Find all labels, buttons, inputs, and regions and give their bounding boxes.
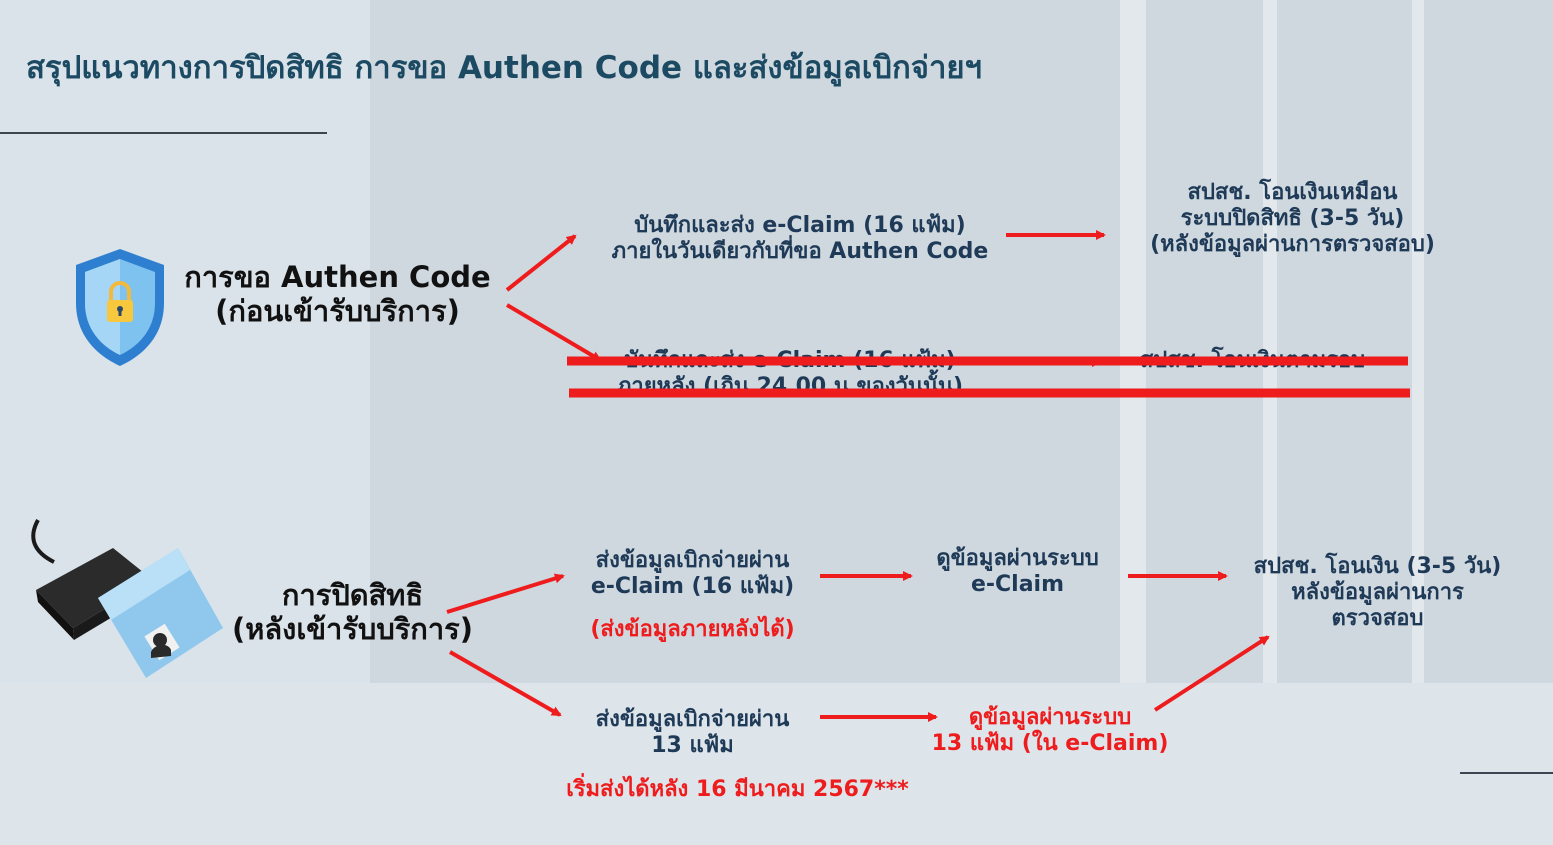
arrow-13-check-to-transfer <box>1153 635 1270 712</box>
closing-eclaim-check-line2: e-Claim <box>970 571 1065 597</box>
closing-13-files-line1: ส่งข้อมูลเบิกจ่ายผ่าน <box>595 707 790 732</box>
page-title: สรุปแนวทางการปิดสิทธิ การขอ Authen Code … <box>26 50 982 86</box>
closing-16-files-box: ส่งข้อมูลเบิกจ่ายผ่าน e-Claim (16 แฟ้ม) <box>560 548 825 600</box>
closing-13-files-box: ส่งข้อมูลเบิกจ่ายผ่าน 13 แฟ้ม <box>560 707 825 759</box>
closing-13-files-line2: 13 แฟ้ม <box>651 732 734 758</box>
closing-transfer-line1: สปสช. โอนเงิน (3-5 วัน) <box>1253 554 1502 579</box>
bottom-right-divider <box>1460 772 1553 774</box>
background-bottom-band <box>0 683 1553 845</box>
arrow-closing-to-16-files <box>446 573 565 614</box>
arrow-authen-to-same-day <box>505 234 577 292</box>
authen-transfer-result: สปสช. โอนเงินเหมือน ระบบปิดสิทธิ (3-5 วั… <box>1115 180 1470 258</box>
authen-same-day-line1: บันทึกและส่ง e-Claim (16 แฟ้ม) <box>634 213 966 238</box>
authen-same-day-line2: ภายในวันเดียวกับที่ขอ Authen Code <box>611 238 989 264</box>
closing-transfer-line3: ตรวจสอบ <box>1331 605 1424 631</box>
closing-eclaim-check-line1: ดูข้อมูลผ่านระบบ <box>936 546 1099 571</box>
card-reader-icon <box>28 510 233 685</box>
closing-16-files-note: (ส่งข้อมูลภายหลังได้) <box>590 617 795 642</box>
authen-transfer-line3: (หลังข้อมูลผ่านการตรวจสอบ) <box>1150 231 1435 257</box>
closing-16-files-line1: ส่งข้อมูลเบิกจ่ายผ่าน <box>595 548 790 573</box>
authen-label: การขอ Authen Code (ก่อนเข้ารับบริการ) <box>180 260 495 328</box>
closing-label-line2: (หลังเข้ารับบริการ) <box>232 612 473 647</box>
closing-13-files-check: ดูข้อมูลผ่านระบบ 13 แฟ้ม (ใน e-Claim) <box>910 705 1190 757</box>
closing-label: การปิดสิทธิ (หลังเข้ารับบริการ) <box>210 578 495 646</box>
closing-16-files-line2: e-Claim (16 แฟ้ม) <box>590 573 795 599</box>
closing-13-files-note: เริ่มส่งได้หลัง 16 มีนาคม 2567*** <box>566 777 909 802</box>
authen-label-line1: การขอ Authen Code <box>184 260 491 294</box>
closing-transfer-result: สปสช. โอนเงิน (3-5 วัน) หลังข้อมูลผ่านกา… <box>1235 554 1520 632</box>
background-stripe <box>1120 0 1146 683</box>
authen-transfer-line2: ระบบปิดสิทธิ (3-5 วัน) <box>1180 205 1405 231</box>
authen-label-line2: (ก่อนเข้ารับบริการ) <box>215 294 460 329</box>
closing-transfer-line2: หลังข้อมูลผ่านการ <box>1291 579 1464 605</box>
authen-same-day-box: บันทึกและส่ง e-Claim (16 แฟ้ม) ภายในวันเ… <box>590 213 1010 265</box>
closing-label-line1: การปิดสิทธิ <box>281 578 424 612</box>
closing-eclaim-check: ดูข้อมูลผ่านระบบ e-Claim <box>910 546 1125 598</box>
arrow-closing-to-13-files <box>449 650 562 717</box>
shield-lock-icon <box>60 245 180 370</box>
background-stripe <box>1263 0 1277 683</box>
closing-13-files-check-line1: ดูข้อมูลผ่านระบบ <box>968 705 1132 730</box>
authen-transfer-line1: สปสช. โอนเงินเหมือน <box>1187 180 1398 205</box>
background-stripe <box>1412 0 1424 683</box>
arrow-authen-to-late <box>505 303 602 362</box>
closing-13-files-check-line2: 13 แฟ้ม (ใน e-Claim) <box>931 730 1169 756</box>
title-underline <box>0 132 327 134</box>
